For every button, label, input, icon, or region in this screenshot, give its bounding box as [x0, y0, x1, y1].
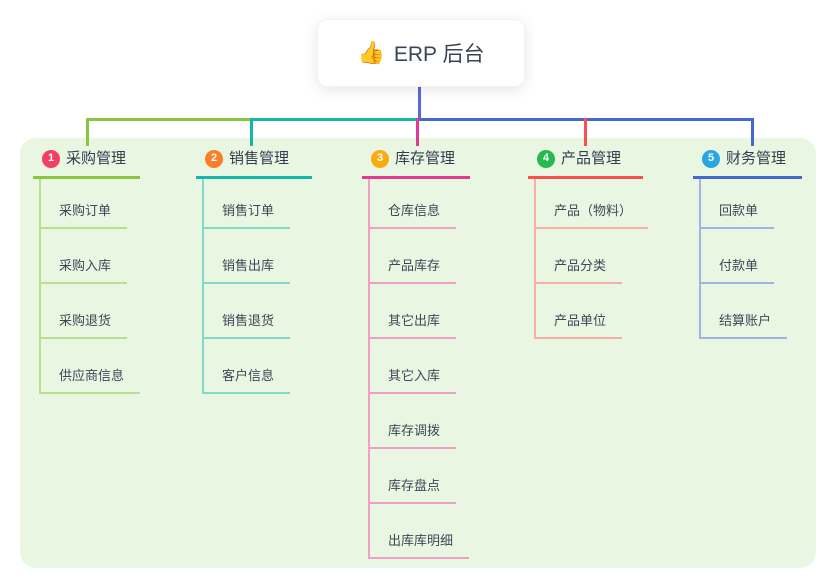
branch-label[interactable]: 5 财务管理: [693, 146, 802, 179]
child-item[interactable]: 销售退货: [204, 284, 291, 339]
branch-drop-line: [250, 118, 253, 146]
child-item[interactable]: 采购入库: [41, 229, 128, 284]
thumbs-up-icon: 👍: [357, 40, 385, 65]
branch-children: 采购订单采购入库采购退货供应商信息: [39, 179, 141, 394]
root-node[interactable]: 👍 ERP 后台: [317, 19, 525, 87]
branches-panel: [20, 138, 816, 568]
connector-segment-teal: [252, 118, 420, 121]
child-item[interactable]: 客户信息: [204, 339, 291, 394]
branch-number-badge: 1: [42, 149, 60, 168]
child-item[interactable]: 采购订单: [41, 179, 128, 229]
branch-label[interactable]: 3 库存管理: [362, 146, 470, 179]
branch-inventory: 3 库存管理 仓库信息产品库存其它出库其它入库库存调拨库存盘点出库库明细: [362, 146, 470, 559]
child-item[interactable]: 回款单: [701, 179, 775, 229]
branch-number-badge: 4: [537, 149, 555, 168]
branch-children: 销售订单销售出库销售退货客户信息: [202, 179, 291, 394]
connector-segment-green: [86, 118, 252, 121]
child-item[interactable]: 付款单: [701, 229, 775, 284]
branch-drop-line: [86, 118, 89, 146]
branch-children: 回款单付款单结算账户: [699, 179, 788, 339]
branch-label[interactable]: 4 产品管理: [528, 146, 643, 179]
branch-title: 库存管理: [395, 150, 456, 167]
branch-number-badge: 3: [371, 149, 389, 168]
child-item[interactable]: 仓库信息: [370, 179, 457, 229]
child-item[interactable]: 结算账户: [701, 284, 788, 339]
child-item[interactable]: 产品（物料）: [536, 179, 649, 229]
branch-label[interactable]: 2 销售管理: [196, 146, 312, 179]
branch-drop-line: [751, 118, 754, 146]
child-item[interactable]: 其它入库: [370, 339, 457, 394]
child-item[interactable]: 产品分类: [536, 229, 623, 284]
child-item[interactable]: 库存调拨: [370, 394, 457, 449]
child-item[interactable]: 产品库存: [370, 229, 457, 284]
child-item[interactable]: 销售出库: [204, 229, 291, 284]
branch-number-badge: 2: [205, 149, 223, 168]
branch-title: 采购管理: [66, 150, 127, 167]
root-node-label: ERP 后台: [393, 43, 485, 66]
child-item[interactable]: 库存盘点: [370, 449, 457, 504]
branch-title: 财务管理: [726, 150, 787, 167]
child-item[interactable]: 采购退货: [41, 284, 128, 339]
branch-title: 销售管理: [229, 150, 290, 167]
root-connector-line: [418, 85, 421, 121]
branch-children: 产品（物料）产品分类产品单位: [534, 179, 649, 339]
branch-purchase: 1 采购管理 采购订单采购入库采购退货供应商信息: [33, 146, 141, 394]
branch-product: 4 产品管理 产品（物料）产品分类产品单位: [528, 146, 649, 339]
child-item[interactable]: 出库库明细: [370, 504, 470, 559]
child-item[interactable]: 其它出库: [370, 284, 457, 339]
branch-title: 产品管理: [561, 150, 622, 167]
branch-drop-line: [584, 118, 587, 146]
child-item[interactable]: 销售订单: [204, 179, 291, 229]
branch-drop-line: [416, 118, 419, 146]
branch-number-badge: 5: [702, 149, 720, 168]
branch-label[interactable]: 1 采购管理: [33, 146, 140, 179]
child-item[interactable]: 供应商信息: [41, 339, 141, 394]
branch-children: 仓库信息产品库存其它出库其它入库库存调拨库存盘点出库库明细: [368, 179, 470, 559]
child-item[interactable]: 产品单位: [536, 284, 623, 339]
branch-finance: 5 财务管理 回款单付款单结算账户: [693, 146, 802, 339]
branch-sales: 2 销售管理 销售订单销售出库销售退货客户信息: [196, 146, 312, 394]
